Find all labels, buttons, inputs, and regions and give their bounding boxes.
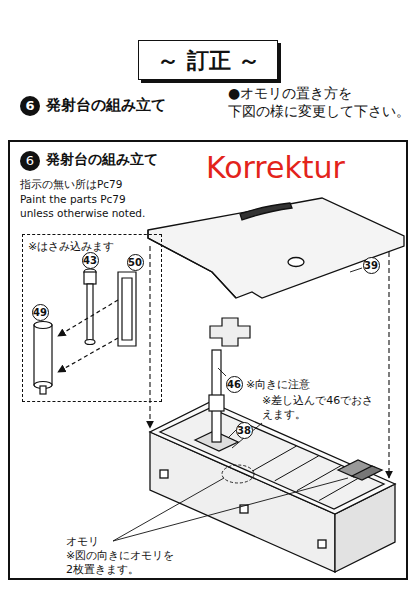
title-box: ～ 訂正 ～	[138, 40, 278, 80]
part-note: オモリ	[66, 534, 99, 549]
step-number: 6	[20, 151, 40, 171]
paint-note: Paint the parts Pc79 unless otherwise no…	[20, 193, 160, 220]
change-note: ●オモリの置き方を 下図の様に変更して下さい。	[228, 84, 408, 120]
callout-number: 43	[82, 252, 99, 269]
callout-number: 49	[32, 304, 49, 321]
title-text: ～ 訂正 ～	[157, 46, 260, 76]
callout-number: 46	[226, 376, 243, 393]
callout-number: 39	[363, 257, 380, 274]
callout-number: 50	[127, 254, 144, 271]
correction-stamp: Korrektur	[206, 150, 345, 185]
note: ※差し込んで46でおさえます。	[262, 394, 374, 423]
launch-base	[150, 402, 395, 572]
note: ※向きに注意	[246, 377, 310, 392]
step-heading: 発射台の組み立て	[46, 96, 166, 115]
part-note: ※図の向きにオモリを 2枚置きます。	[66, 549, 206, 578]
inset-parts	[34, 269, 136, 394]
paint-note: 指示の無い所はPc79	[20, 178, 122, 192]
callout-number: 38	[236, 422, 253, 439]
inset-note: ※はさみ込みます	[28, 239, 114, 254]
launch-plate	[148, 198, 404, 298]
step-number: 6	[20, 96, 40, 116]
step-heading: 発射台の組み立て	[46, 151, 158, 169]
